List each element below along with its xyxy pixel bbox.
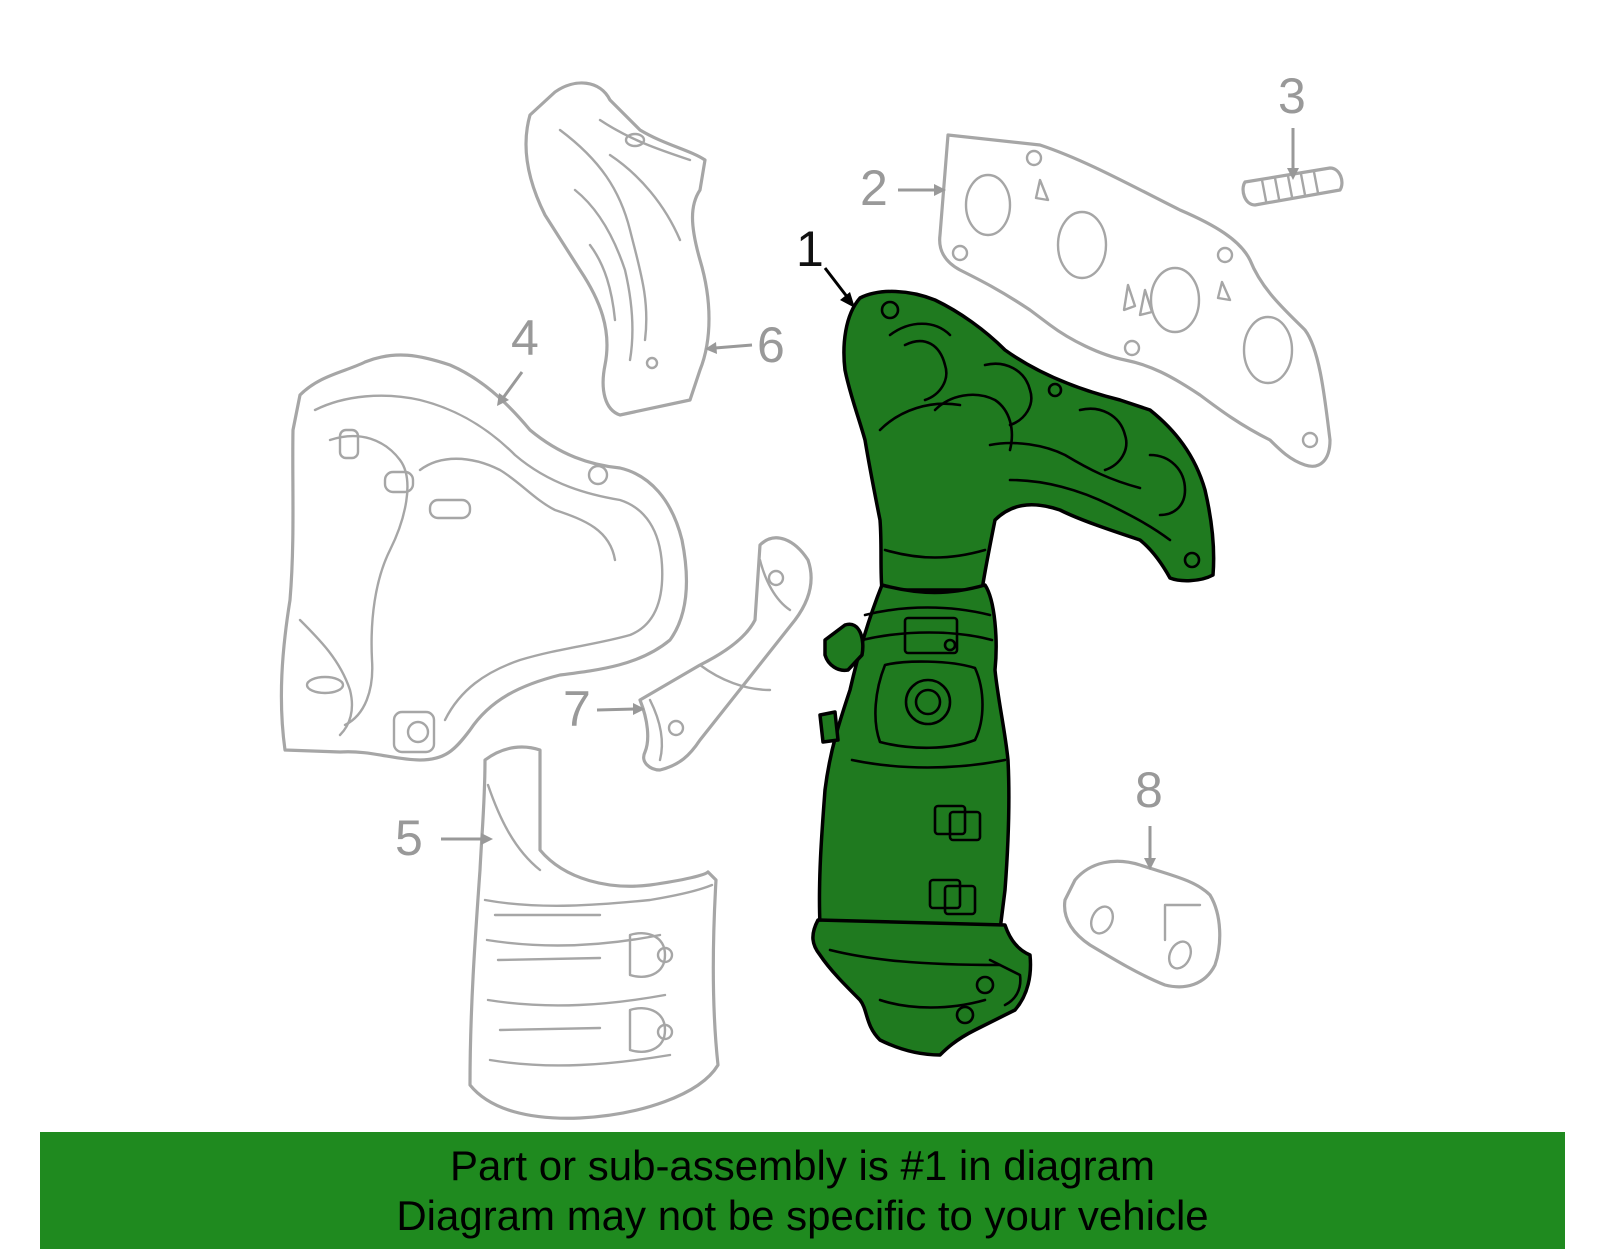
part-1-exhaust-manifold-highlighted[interactable]	[811, 289, 1216, 1057]
info-banner: Part or sub-assembly is #1 in diagram Di…	[40, 1132, 1565, 1249]
banner-line-1: Part or sub-assembly is #1 in diagram	[450, 1141, 1155, 1189]
part-7-bracket	[638, 536, 813, 772]
part-2-gasket	[938, 133, 1332, 468]
callout-leaders	[441, 128, 1299, 870]
callout-5: 5	[395, 810, 423, 866]
part-8-flange-gasket	[1063, 859, 1222, 989]
callout-7: 7	[563, 681, 591, 737]
banner-line-2: Diagram may not be specific to your vehi…	[396, 1191, 1209, 1239]
callout-2: 2	[860, 160, 888, 216]
callout-3: 3	[1278, 68, 1306, 124]
part-6-upper-heat-shield	[524, 81, 711, 417]
callout-1: 1	[796, 221, 824, 277]
part-3-stud	[1241, 166, 1344, 207]
callout-8: 8	[1135, 762, 1163, 818]
callout-4: 4	[511, 310, 539, 366]
part-5-lower-heat-shield	[468, 745, 720, 1120]
part-4-heat-shield	[279, 353, 689, 762]
callout-6: 6	[757, 317, 785, 373]
